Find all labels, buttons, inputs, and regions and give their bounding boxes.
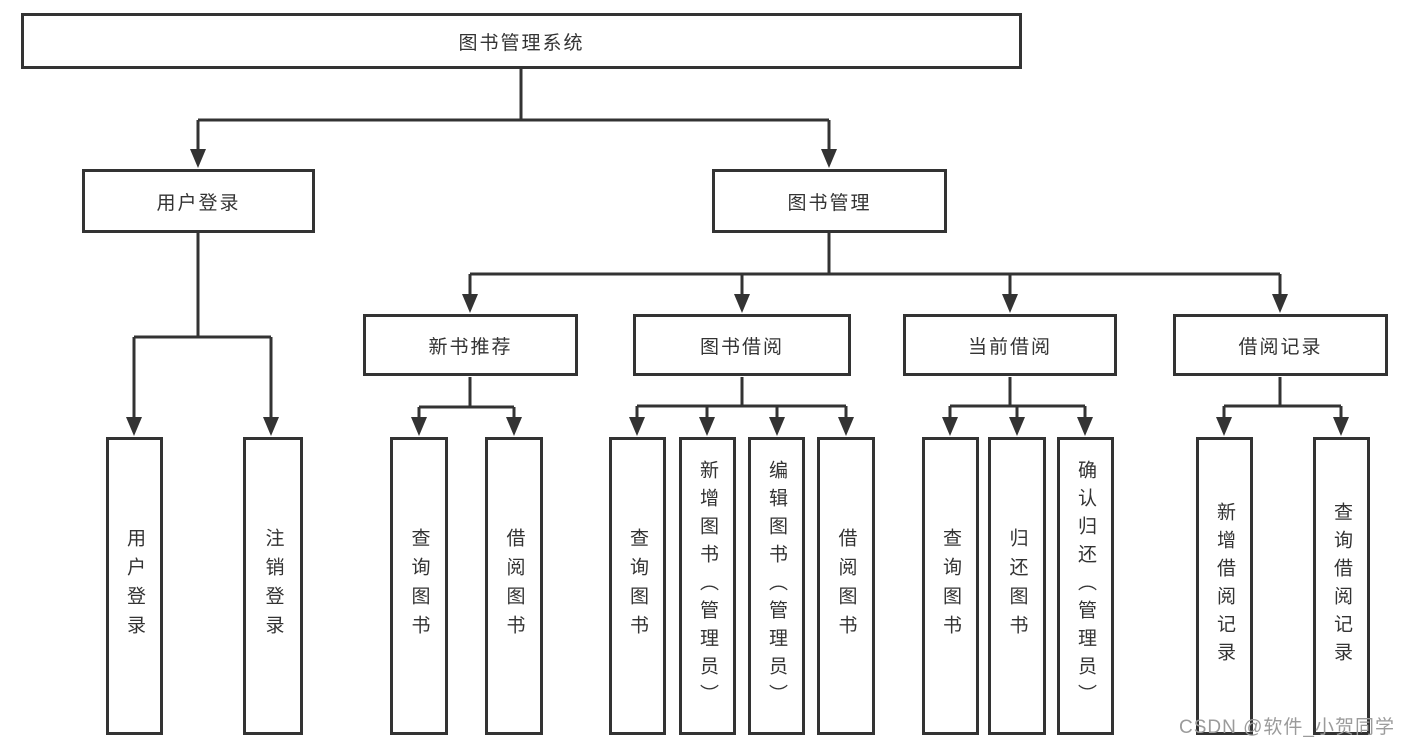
leaf-return-book: 归还图书 (988, 437, 1046, 735)
leaf-add-borrow-record: 新增借阅记录 (1196, 437, 1253, 735)
node-borrow-records: 借阅记录 (1173, 314, 1388, 376)
leaf-query-books-current-label: 查询图书 (940, 528, 961, 644)
node-user-login: 用户登录 (82, 169, 315, 233)
node-book-borrow: 图书借阅 (633, 314, 851, 376)
node-book-management: 图书管理 (712, 169, 947, 233)
leaf-query-books-recommend: 查询图书 (390, 437, 448, 735)
leaf-add-book-admin-label: 新增图书（管理员） (697, 460, 718, 712)
node-library-system: 图书管理系统 (21, 13, 1022, 69)
leaf-query-books-borrow-label: 查询图书 (627, 528, 648, 644)
node-current-borrow: 当前借阅 (903, 314, 1117, 376)
leaf-borrow-books-recommend: 借阅图书 (485, 437, 543, 735)
leaf-add-book-admin: 新增图书（管理员） (679, 437, 736, 735)
leaf-borrow-books-label: 借阅图书 (835, 528, 857, 644)
leaf-user-login: 用户登录 (106, 437, 163, 735)
node-new-book-recommend: 新书推荐 (363, 314, 578, 376)
leaf-query-books-current: 查询图书 (922, 437, 979, 735)
node-book-borrow-label: 图书借阅 (699, 336, 784, 358)
leaf-confirm-return-admin-label: 确认归还（管理员） (1075, 460, 1096, 712)
node-current-borrow-label: 当前借阅 (967, 336, 1052, 358)
leaf-query-borrow-record-label: 查询借阅记录 (1331, 502, 1352, 670)
leaf-query-books-borrow: 查询图书 (609, 437, 666, 735)
csdn-watermark: CSDN @软件_小贺同学 (1179, 717, 1395, 738)
leaf-edit-book-admin-label: 编辑图书（管理员） (766, 460, 787, 712)
leaf-logout: 注销登录 (243, 437, 303, 735)
node-user-login-label: 用户登录 (156, 192, 241, 214)
leaf-return-book-label: 归还图书 (1006, 528, 1028, 644)
leaf-borrow-books: 借阅图书 (817, 437, 875, 735)
leaf-add-borrow-record-label: 新增借阅记录 (1214, 502, 1235, 670)
leaf-query-borrow-record: 查询借阅记录 (1313, 437, 1370, 735)
leaf-user-login-label: 用户登录 (124, 528, 145, 644)
leaf-borrow-books-recommend-label: 借阅图书 (503, 528, 525, 644)
leaf-query-books-recommend-label: 查询图书 (408, 528, 430, 644)
leaf-edit-book-admin: 编辑图书（管理员） (748, 437, 805, 735)
leaf-logout-label: 注销登录 (262, 528, 284, 644)
node-new-book-recommend-label: 新书推荐 (428, 336, 513, 358)
leaf-confirm-return-admin: 确认归还（管理员） (1057, 437, 1114, 735)
node-borrow-records-label: 借阅记录 (1238, 336, 1323, 358)
node-book-management-label: 图书管理 (787, 192, 872, 214)
node-library-system-label: 图书管理系统 (458, 32, 585, 54)
